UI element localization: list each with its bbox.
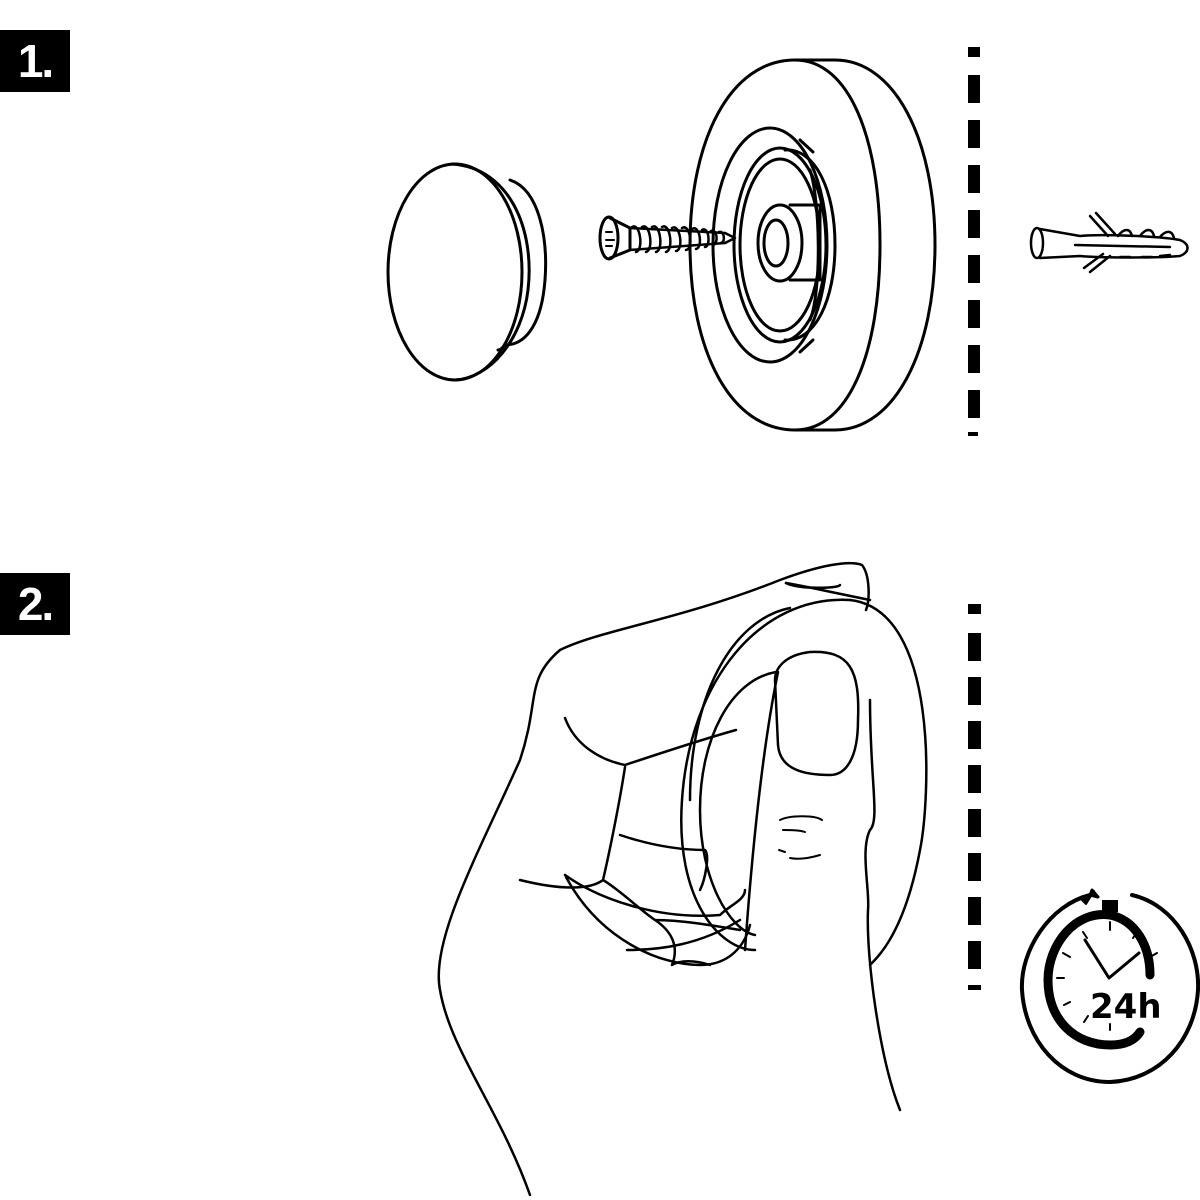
wall-plug-icon	[1029, 211, 1189, 274]
stopwatch-24h-icon: 24h	[1019, 888, 1200, 1084]
hand-pressing-holder-icon	[437, 561, 928, 1197]
round-holder-icon	[688, 58, 937, 432]
cover-cap-icon	[386, 162, 548, 382]
wall-line-icon	[968, 604, 981, 990]
step-2-badge: 2.	[0, 573, 70, 635]
timer-label: 24h	[1090, 987, 1162, 1027]
wall-line-icon	[968, 47, 980, 436]
step-1-badge: 1.	[0, 30, 70, 92]
